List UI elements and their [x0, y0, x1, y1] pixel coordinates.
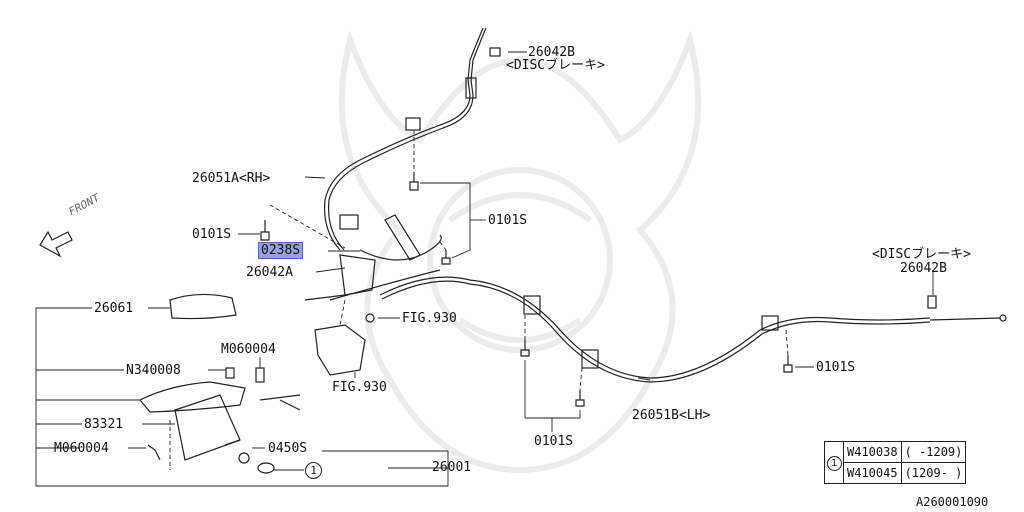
part-label-83321[interactable]: 83321 — [84, 417, 124, 432]
part-label-26051a-rh[interactable]: 26051A<RH> — [192, 171, 271, 186]
table-circle-marker: 1 — [826, 455, 842, 471]
table-row: W410045 (1209- ) — [825, 462, 967, 484]
fig-ref-930-upper[interactable]: FIG.930 — [402, 311, 457, 326]
part-label-26061[interactable]: 26061 — [94, 301, 134, 316]
part-label-m060004-lower[interactable]: M060004 — [54, 441, 109, 456]
note-disc-brake-top: <DISCブレーキ> — [506, 58, 605, 73]
part-label-0101s-lower[interactable]: 0101S — [534, 434, 574, 449]
part-label-26042b-right[interactable]: 26042B — [900, 261, 947, 276]
leader-lines — [35, 51, 934, 487]
watermark-emblem — [338, 29, 702, 474]
cable-lines — [39, 27, 1007, 474]
part-label-m060004-upper[interactable]: M060004 — [221, 342, 276, 357]
table-part-cell[interactable]: W410045 — [843, 462, 902, 484]
part-label-0101s-right[interactable]: 0101S — [816, 360, 856, 375]
table-marker-cell: 1 — [824, 441, 844, 484]
part-label-0450s[interactable]: 0450S — [268, 441, 308, 456]
note-disc-brake-right: <DISCブレーキ> — [872, 247, 971, 262]
table-part-cell[interactable]: W410038 — [843, 441, 902, 463]
part-label-0238s-highlighted[interactable]: 0238S — [258, 242, 304, 259]
part-label-26042b-top[interactable]: 26042B — [528, 45, 575, 60]
part-label-26051b-lh[interactable]: 26051B<LH> — [632, 408, 711, 423]
part-label-n340008[interactable]: N340008 — [126, 363, 181, 378]
fig-ref-930-lower[interactable]: FIG.930 — [332, 380, 387, 395]
diagram-id-label: A260001090 — [916, 495, 989, 509]
table-range-cell: ( -1209) — [900, 441, 967, 463]
part-label-26001[interactable]: 26001 — [432, 460, 472, 475]
part-label-26042a[interactable]: 26042A — [246, 265, 293, 280]
part-label-0101s-left[interactable]: 0101S — [192, 227, 232, 242]
table-row: 1 W410038 ( -1209) — [824, 441, 967, 484]
reference-table: 1 W410038 ( -1209) W410045 (1209- ) — [824, 441, 967, 484]
circle-reference-marker[interactable]: 1 — [305, 462, 322, 479]
table-range-cell: (1209- ) — [900, 462, 967, 484]
part-label-0101s-upper[interactable]: 0101S — [488, 213, 528, 228]
